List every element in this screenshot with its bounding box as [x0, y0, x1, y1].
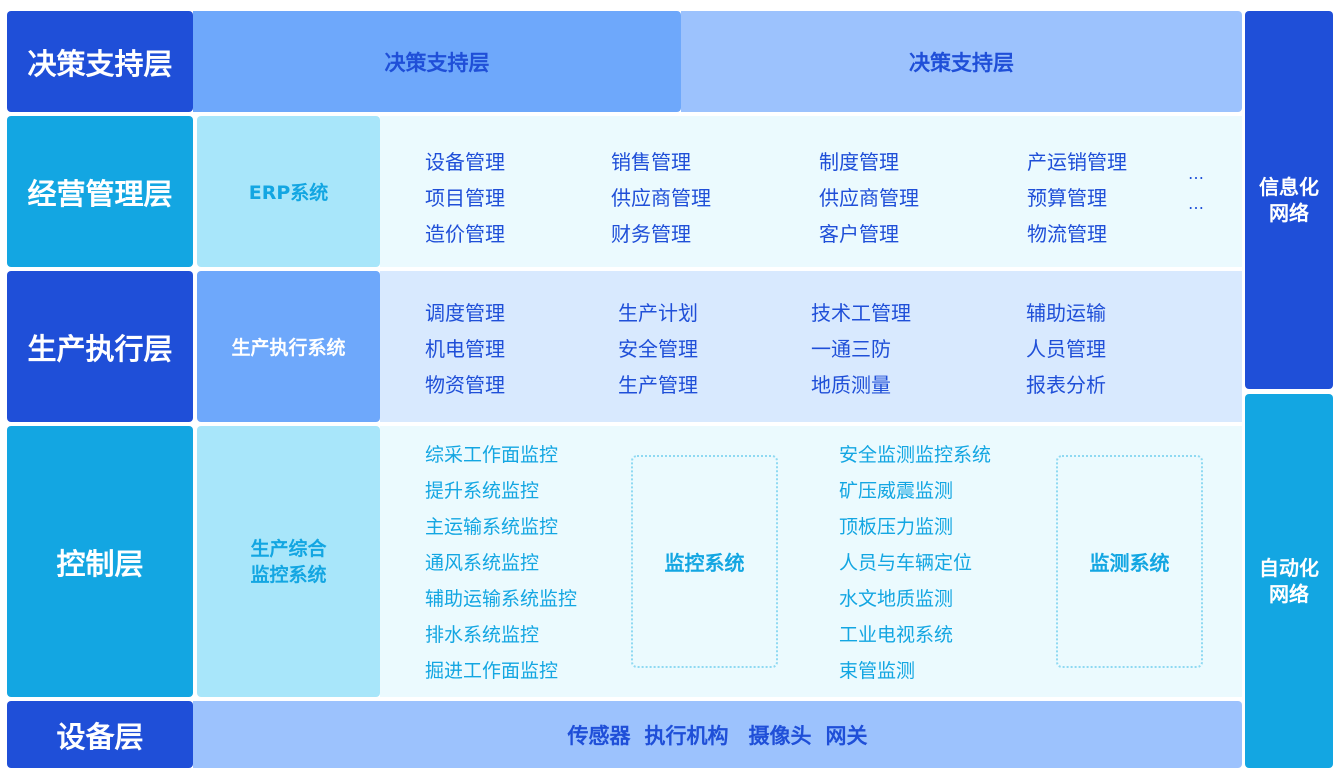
- layer-control: 控制层: [7, 426, 193, 697]
- mes-item: 一通三防: [811, 337, 891, 361]
- mes-item: 人员管理: [1026, 337, 1106, 361]
- monitor-item: 通风系统监控: [425, 552, 540, 574]
- erp-item: 供应商管理: [611, 186, 711, 210]
- mes-system-label: 生产执行系统: [197, 271, 380, 422]
- auto-network-line2: 网络: [1269, 582, 1309, 606]
- device-item: 网关: [825, 723, 868, 748]
- mes-item: 技术工管理: [811, 301, 911, 325]
- erp-item: 造价管理: [425, 222, 505, 246]
- detect-item: 顶板压力监测: [839, 516, 954, 538]
- layer-device: 设备层: [7, 701, 193, 768]
- erp-system-label: ERP系统: [197, 116, 380, 267]
- device-item: 摄像头: [748, 723, 812, 748]
- erp-item: 供应商管理: [819, 186, 919, 210]
- erp-item: 物流管理: [1027, 222, 1107, 246]
- detect-system-box: 监测系统: [1056, 455, 1203, 668]
- monitor-item: 提升系统监控: [425, 480, 540, 502]
- erp-item: 项目管理: [425, 186, 505, 210]
- layer-decision: 决策支持层: [7, 11, 193, 112]
- erp-panel: [380, 116, 1242, 267]
- info-network-line2: 网络: [1269, 201, 1309, 225]
- monitor-system-box: 监控系统: [631, 455, 778, 668]
- decision-box-1: 决策支持层: [193, 11, 681, 112]
- info-network: 信息化 网络: [1245, 11, 1333, 389]
- erp-item: 产运销管理: [1027, 150, 1127, 174]
- erp-item: 预算管理: [1027, 186, 1107, 210]
- detect-item: 水文地质监测: [839, 588, 954, 610]
- monitor-item: 主运输系统监控: [425, 516, 559, 538]
- device-item: 执行机构: [644, 723, 729, 748]
- erp-item: 销售管理: [611, 150, 691, 174]
- monitor-item: 综采工作面监控: [425, 444, 559, 466]
- mes-item: 物资管理: [425, 373, 505, 397]
- mes-item: 机电管理: [425, 337, 505, 361]
- mes-item: 地质测量: [811, 373, 891, 397]
- detect-item: 工业电视系统: [839, 624, 954, 646]
- auto-network: 自动化 网络: [1245, 394, 1333, 768]
- control-label-line2: 监控系统: [250, 563, 327, 586]
- mes-item: 辅助运输: [1026, 301, 1106, 325]
- control-system-label: 生产综合 监控系统: [197, 426, 380, 697]
- monitor-item: 辅助运输系统监控: [425, 588, 578, 610]
- detect-item: 安全监测监控系统: [839, 444, 992, 466]
- erp-more: …: [1188, 194, 1204, 213]
- device-item: 传感器: [567, 723, 631, 748]
- mes-item: 生产计划: [618, 301, 698, 325]
- layer-production: 生产执行层: [7, 271, 193, 422]
- erp-more: …: [1188, 164, 1204, 183]
- mes-item: 安全管理: [618, 337, 698, 361]
- erp-item: 设备管理: [425, 150, 505, 174]
- detect-item: 矿压威震监测: [839, 480, 954, 502]
- detect-item: 束管监测: [839, 660, 916, 682]
- erp-item: 制度管理: [819, 150, 899, 174]
- layer-management: 经营管理层: [7, 116, 193, 267]
- monitor-item: 排水系统监控: [425, 624, 540, 646]
- mes-item: 调度管理: [425, 301, 505, 325]
- device-panel: 传感器 执行机构 摄像头 网关: [193, 701, 1242, 768]
- monitor-item: 掘进工作面监控: [425, 660, 559, 682]
- control-label-line1: 生产综合: [250, 537, 327, 560]
- info-network-line1: 信息化: [1259, 175, 1319, 199]
- decision-box-2: 决策支持层: [681, 11, 1242, 112]
- erp-item: 客户管理: [819, 222, 899, 246]
- auto-network-line1: 自动化: [1259, 556, 1319, 580]
- mes-item: 报表分析: [1026, 373, 1106, 397]
- detect-item: 人员与车辆定位: [839, 552, 973, 574]
- mes-item: 生产管理: [618, 373, 698, 397]
- erp-item: 财务管理: [611, 222, 691, 246]
- mes-panel: [380, 271, 1242, 422]
- control-panel: [380, 426, 1242, 697]
